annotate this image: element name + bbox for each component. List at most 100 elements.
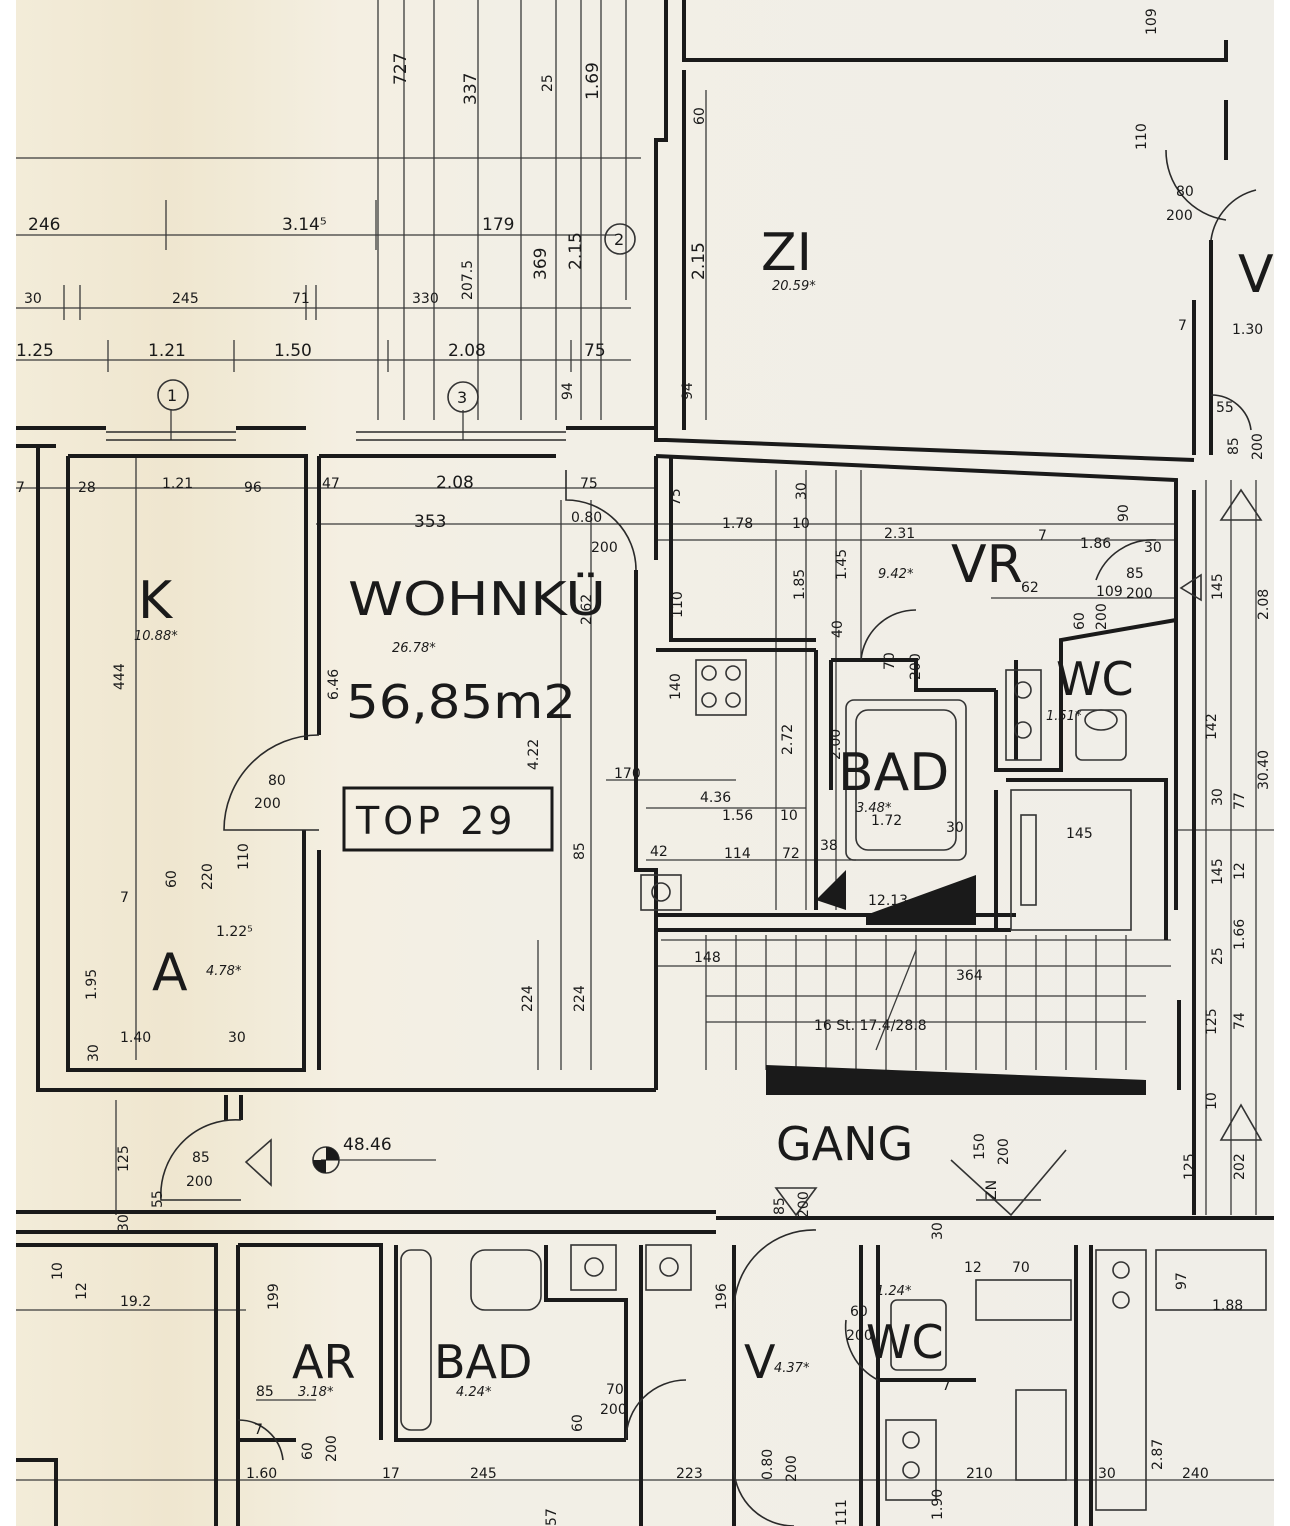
dim-label: 364 <box>956 968 983 984</box>
dim-label: 30 <box>946 820 964 836</box>
dim-label: 207.5 <box>460 260 476 300</box>
dim-label: 202 <box>1232 1153 1248 1180</box>
dim-label: 12 <box>1232 862 1248 880</box>
dim-label: 1.60 <box>246 1466 277 1482</box>
dim-label: 150 <box>972 1133 988 1160</box>
dim-label: 145 <box>1066 826 1093 842</box>
dim-label: 200 <box>1094 603 1110 630</box>
dim-label: 179 <box>482 215 514 235</box>
dim-label: 200 <box>1166 208 1193 224</box>
dim-label: 90 <box>1116 504 1132 522</box>
dim-label: 2.08 <box>448 341 486 361</box>
dim-label: 38 <box>820 838 838 854</box>
dim-label: 1.85 <box>792 569 808 600</box>
entry-markers <box>244 488 1263 1217</box>
dim-label: 30 <box>794 482 810 500</box>
dim-label: 109 <box>1096 584 1123 600</box>
dim-label: 28 <box>78 480 96 496</box>
dim-label: 94 <box>560 382 576 400</box>
dim-label: ZN <box>984 1180 1000 1200</box>
dim-label: 72 <box>782 846 800 862</box>
dimension-lines <box>16 0 1274 1481</box>
fixtures <box>400 659 1267 1511</box>
level-marker: 48.46 <box>312 1135 392 1174</box>
unit-label: TOP 29 <box>355 799 516 843</box>
dim-label: 30 <box>1144 540 1162 556</box>
dim-label: 40 <box>830 620 846 638</box>
level-value: 48.46 <box>343 1135 392 1155</box>
dim-label: 30 <box>1098 1466 1116 1482</box>
dim-label: 1.22⁵ <box>216 924 253 940</box>
dim-label: 200 <box>846 1328 873 1344</box>
axis-marker-1: 1 <box>167 386 177 405</box>
dim-label: 220 <box>200 863 216 890</box>
room-labels: K 10.88* WOHNKÜ 26.78* A 4.78* ZI 20.59*… <box>134 223 1274 1400</box>
dim-label: 75 <box>580 476 598 492</box>
dim-label: 353 <box>414 512 446 532</box>
dim-label: 111 <box>834 1499 850 1526</box>
dim-label: 74 <box>1232 1012 1248 1030</box>
dim-label: 47 <box>322 476 340 492</box>
dim-label: 1.45 <box>834 549 850 580</box>
dim-label: 245 <box>470 1466 497 1482</box>
dim-label: 70 <box>606 1382 624 1398</box>
dim-label: 96 <box>244 480 262 496</box>
room-area-bad: 3.48* <box>856 801 892 816</box>
dim-label: 60 <box>300 1442 316 1460</box>
dim-label: 1.21 <box>148 341 186 361</box>
room-area-ar: 3.18* <box>298 1385 334 1400</box>
dim-label: 60 <box>692 107 708 125</box>
dim-label: 1.78 <box>722 516 753 532</box>
room-area-v: 4.37* <box>774 1361 810 1376</box>
dim-label: 42 <box>650 844 668 860</box>
dimension-labels: 246 3.14⁵ 179 30 245 71 330 207.5 1.25 1… <box>16 8 1272 1526</box>
dim-label: 12.13 <box>868 893 908 909</box>
dim-label: 200 <box>600 1402 627 1418</box>
dim-label: 2.72 <box>780 724 796 755</box>
dim-label: 2.15 <box>689 242 709 280</box>
unit-info: 56,85m2 TOP 29 <box>342 675 576 852</box>
dim-label: 2.08 <box>1256 589 1272 620</box>
dim-label: 62 <box>1021 580 1039 596</box>
room-name-wohnku: WOHNKÜ <box>348 572 606 626</box>
dim-label: 77 <box>1232 792 1248 810</box>
dim-label: 200 <box>254 796 281 812</box>
dim-label: 224 <box>520 985 536 1012</box>
dim-label: 7 <box>254 1422 263 1438</box>
dim-label: 145 <box>1210 573 1226 600</box>
room-name-v-right: V <box>1238 245 1274 305</box>
dim-label: 1.40 <box>120 1030 151 1046</box>
dim-label: 1.21 <box>162 476 193 492</box>
dim-label: 240 <box>1182 1466 1209 1482</box>
dim-label: 223 <box>676 1466 703 1482</box>
dim-label: 1.69 <box>583 62 603 100</box>
dim-label: 200 <box>1126 586 1153 602</box>
dim-label: 7 <box>1178 318 1187 334</box>
dim-label: 246 <box>28 215 60 235</box>
dim-label: 12 <box>74 1282 90 1300</box>
axis-marker-3: 3 <box>457 388 467 407</box>
dim-label: 245 <box>172 291 199 307</box>
dim-label: 1.95 <box>84 969 100 1000</box>
dim-label: 2.15 <box>566 232 586 270</box>
dim-label: 1.72 <box>871 813 902 829</box>
dim-label: 224 <box>572 985 588 1012</box>
dim-label: 2.00 <box>828 729 844 760</box>
room-name-ar: AR <box>292 1335 355 1389</box>
room-area-bad-2: 4.24* <box>456 1385 492 1400</box>
room-name-zi: ZI <box>761 223 812 283</box>
dim-label: 70 <box>1012 1260 1030 1276</box>
dim-label: 30 <box>1210 788 1226 806</box>
dim-label: 125 <box>1182 1153 1198 1180</box>
dim-label: 199 <box>266 1283 282 1310</box>
dim-label: 7 <box>1038 528 1047 544</box>
unit-total-area: 56,85m2 <box>346 675 576 729</box>
dim-label: 200 <box>784 1455 800 1482</box>
dim-label: 30 <box>116 1214 132 1232</box>
dim-label: 200 <box>324 1435 340 1462</box>
dim-label: 110 <box>670 591 686 618</box>
dim-label: 125 <box>116 1145 132 1172</box>
dim-label: 142 <box>1204 713 1220 740</box>
dim-label: 0.80 <box>571 510 602 526</box>
dim-label: 71 <box>292 291 310 307</box>
